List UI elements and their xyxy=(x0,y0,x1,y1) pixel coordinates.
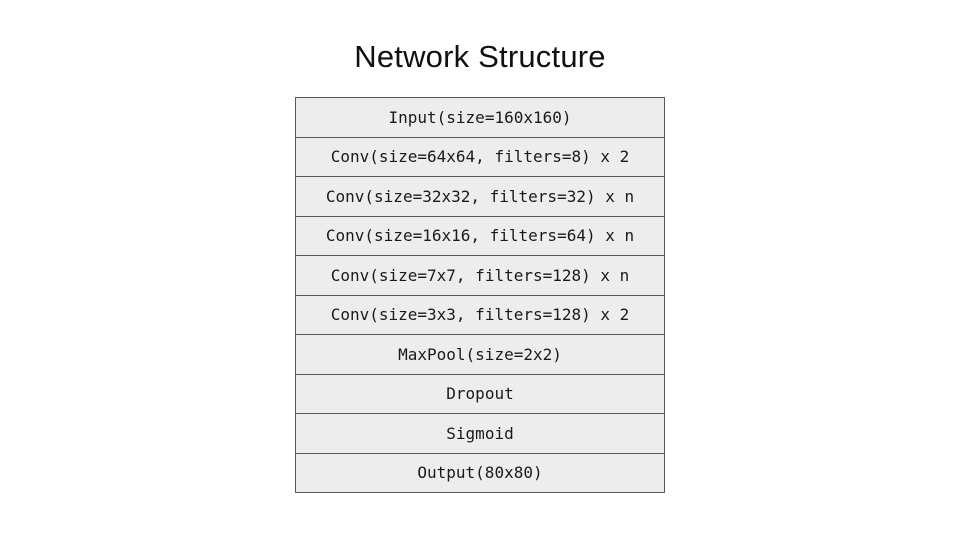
layer-box-conv-32: Conv(size=32x32, filters=32) x n xyxy=(296,177,664,217)
layer-box-sigmoid: Sigmoid xyxy=(296,414,664,454)
layer-box-conv-3: Conv(size=3x3, filters=128) x 2 xyxy=(296,295,664,335)
layer-box-maxpool: MaxPool(size=2x2) xyxy=(296,335,664,375)
layer-box-dropout: Dropout xyxy=(296,374,664,414)
layer-box-conv-64: Conv(size=64x64, filters=8) x 2 xyxy=(296,137,664,177)
page-title: Network Structure xyxy=(354,39,606,74)
layer-box-conv-7: Conv(size=7x7, filters=128) x n xyxy=(296,256,664,296)
layer-box-conv-16: Conv(size=16x16, filters=64) x n xyxy=(296,216,664,256)
network-structure-stack: Input(size=160x160) Conv(size=64x64, fil… xyxy=(295,97,665,493)
layer-box-output: Output(80x80) xyxy=(296,453,664,492)
layer-box-input: Input(size=160x160) xyxy=(296,98,664,138)
